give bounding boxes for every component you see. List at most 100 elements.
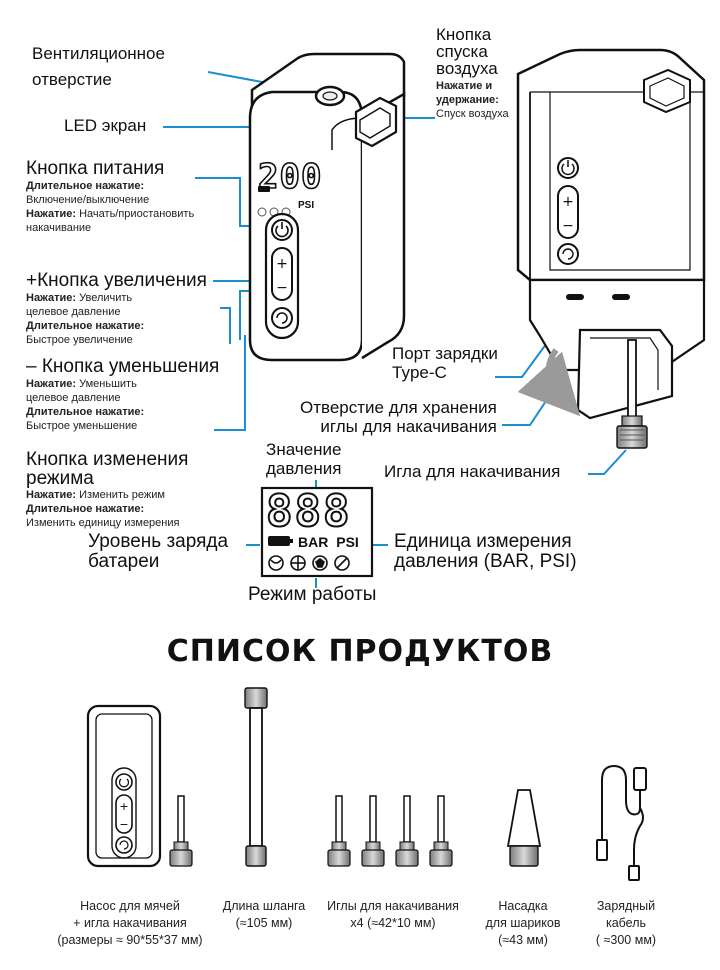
- minus-press-desc-1: Уменьшить: [76, 378, 137, 390]
- mode-press-desc: Изменить режим: [76, 489, 165, 501]
- power-icon: [275, 225, 289, 238]
- work-mode-label: Режим работы: [248, 584, 377, 605]
- product-nozzle-drawing: [506, 789, 542, 867]
- vent-label-line1: Вентиляционное: [32, 44, 165, 63]
- callout-plus-button: +Кнопка увеличения Нажатие: Увеличить це…: [26, 270, 207, 347]
- display-unit-psi: PSI: [336, 534, 359, 550]
- power-press-desc-2: накачивание: [26, 222, 92, 234]
- product-caption-nozzle: Насадка для шариков (≈43 мм): [478, 898, 568, 949]
- callout-led-screen: LED экран: [64, 116, 146, 136]
- display-unit-row: BAR PSI: [298, 534, 359, 550]
- product-caption-cable: Зарядный кабель ( ≈300 мм): [576, 898, 676, 949]
- callout-vent: Вентиляционное отверстие: [32, 44, 165, 90]
- minus-title: – Кнопка уменьшения: [26, 356, 220, 377]
- svg-text:−: −: [119, 818, 128, 831]
- callout-pressure-unit: Единица измерения давления (BAR, PSI): [394, 532, 577, 572]
- minus-long-label: Длительное нажатие:: [26, 406, 145, 418]
- plus-long-label: Длительное нажатие:: [26, 320, 145, 332]
- rugby-icon: [334, 555, 350, 571]
- callout-release-button: Кнопка спуска воздуха Нажатие и удержани…: [436, 26, 509, 121]
- cable-caption-line2: кабель: [605, 916, 647, 930]
- plus-press-desc-1: Увеличить: [76, 292, 133, 304]
- release-label-line2: спуска: [436, 42, 488, 61]
- cable-caption-line1: Зарядный: [596, 899, 656, 913]
- minus-press-desc-2: целевое давление: [26, 392, 121, 404]
- battery-level-line2: батареи: [88, 551, 160, 572]
- device-plus-minus-rocker: [271, 247, 293, 301]
- needle-storage-line2: иглы для накачивания: [320, 417, 497, 436]
- pump-front-view: 200 PSI + −: [248, 52, 406, 362]
- product-pump-drawing: + −: [86, 704, 162, 868]
- product-needles-drawing: [327, 795, 453, 867]
- mode-title-line2: режима: [26, 468, 94, 489]
- needles-caption-line1: Иглы для накачивания: [327, 899, 459, 913]
- product-caption-pump: Насос для мячей + игла накачивания (разм…: [40, 898, 220, 949]
- callout-mode-button: Кнопка изменения режима Нажатие: Изменит…: [26, 450, 188, 530]
- mode-title-line1: Кнопка изменения: [26, 449, 189, 470]
- volleyball-icon: [268, 555, 284, 571]
- mode-long-label: Длительное нажатие:: [26, 503, 145, 515]
- product-caption-needles: Иглы для накачивания х4 (≈42*10 мм): [318, 898, 468, 932]
- display-digits: 888: [265, 485, 352, 538]
- vent-label-line2: отверстие: [32, 70, 112, 89]
- pump-back-view: + −: [516, 48, 706, 449]
- pressure-value-line2: давления: [266, 459, 342, 478]
- callout-needle-storage: Отверстие для хранения иглы для накачива…: [300, 398, 497, 436]
- port-label-line1: Порт зарядки: [392, 344, 498, 363]
- display-unit-bar: BAR: [298, 534, 329, 550]
- power-title: Кнопка питания: [26, 158, 165, 179]
- needle-label: Игла для накачивания: [384, 462, 561, 481]
- mode-cycle-icon: [276, 312, 288, 324]
- led-screen-label: LED экран: [64, 116, 147, 135]
- minus-long-desc: Быстрое уменьшение: [26, 420, 138, 432]
- battery-level-line1: Уровень заряда: [88, 531, 229, 552]
- callout-charging-port: Порт зарядки Type-C: [392, 344, 498, 382]
- minus-press-label: Нажатие:: [26, 378, 77, 390]
- nozzle-caption-line1: Насадка: [498, 899, 548, 913]
- plus-press-desc-2: целевое давление: [26, 306, 121, 318]
- pump-caption-line1: Насос для мячей: [80, 899, 180, 913]
- svg-text:−: −: [562, 218, 574, 234]
- mode-icons-row: [268, 555, 350, 571]
- needle-storage-line1: Отверстие для хранения: [300, 398, 497, 417]
- callout-needle: Игла для накачивания: [384, 462, 560, 482]
- release-label-line3: воздуха: [436, 59, 498, 78]
- plus-icon: +: [276, 256, 288, 272]
- callout-minus-button: – Кнопка уменьшения Нажатие: Уменьшить ц…: [26, 356, 219, 433]
- needles-caption-line2: х4 (≈42*10 мм): [350, 916, 436, 930]
- svg-text:+: +: [119, 800, 128, 813]
- unit-label-line2: давления (BAR, PSI): [394, 551, 577, 572]
- led-display-detail: [260, 486, 374, 578]
- product-list-title: СПИСОК ПРОДУКТОВ: [166, 634, 554, 669]
- nozzle-caption-line3: (≈43 мм): [498, 933, 548, 947]
- pump-caption-line3: (размеры ≈ 90*55*37 мм): [57, 933, 203, 947]
- release-action-line1: Нажатие и: [436, 80, 493, 92]
- hose-caption-line1: Длина шланга: [222, 899, 306, 913]
- port-label-line2: Type-C: [392, 363, 447, 382]
- plus-long-desc: Быстрое увеличение: [26, 334, 133, 346]
- release-action-line2: удержание:: [436, 94, 499, 106]
- power-long-desc: Включение/выключение: [26, 194, 150, 206]
- product-hose-drawing: [244, 687, 268, 867]
- product-caption-hose: Длина шланга (≈105 мм): [216, 898, 312, 932]
- release-action-desc: Спуск воздуха: [436, 108, 509, 120]
- svg-text:+: +: [562, 194, 574, 210]
- minus-icon: −: [276, 280, 288, 296]
- power-press-label: Нажатие:: [26, 208, 77, 220]
- callout-pressure-value: Значение давления: [266, 440, 341, 478]
- hose-caption-line2: (≈105 мм): [235, 916, 293, 930]
- nozzle-caption-line2: для шариков: [485, 916, 561, 930]
- power-long-label: Длительное нажатие:: [26, 180, 145, 192]
- device-display-unit: PSI: [298, 200, 314, 211]
- mode-long-desc: Изменить единицу измерения: [26, 517, 180, 529]
- pressure-value-line1: Значение: [266, 440, 342, 459]
- device-battery-icon: [258, 186, 270, 192]
- product-pump-needle-drawing: [169, 795, 193, 867]
- product-cable-drawing: [596, 764, 647, 881]
- plus-title: +Кнопка увеличения: [26, 270, 207, 291]
- cable-caption-line3: ( ≈300 мм): [595, 933, 657, 947]
- football-icon: [312, 555, 328, 571]
- product-drawings: + −: [86, 687, 647, 881]
- battery-icon: [268, 536, 290, 546]
